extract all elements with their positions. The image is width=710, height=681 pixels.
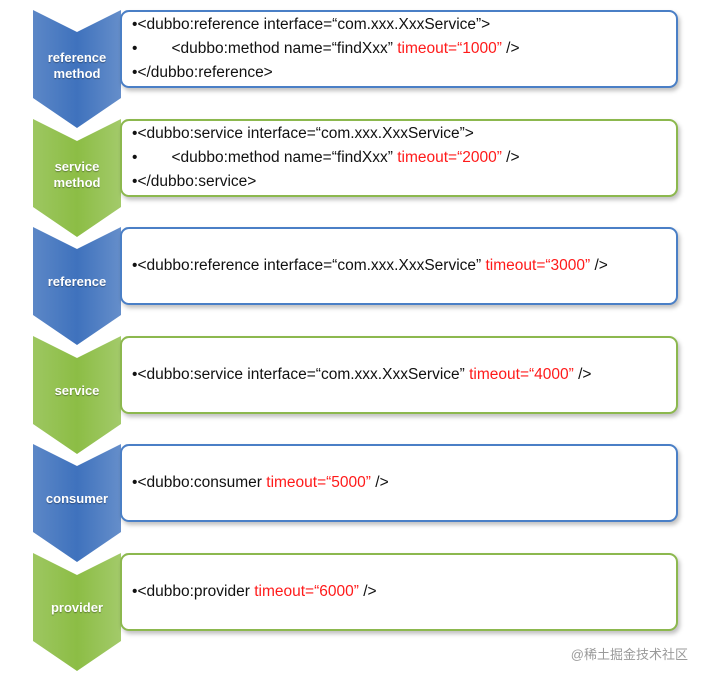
bullet: • bbox=[132, 40, 138, 57]
bullet: • bbox=[132, 64, 138, 81]
xml-tail: /> bbox=[590, 257, 608, 274]
chevron-arrow bbox=[33, 335, 121, 454]
chevron-shape bbox=[33, 118, 121, 237]
timeout-attribute: timeout=“4000” bbox=[469, 365, 574, 383]
config-line: •<dubbo:reference interface=“com.xxx.Xxx… bbox=[132, 254, 676, 278]
config-box: •<dubbo:reference interface=“com.xxx.Xxx… bbox=[120, 227, 678, 305]
chevron-label: consumer bbox=[45, 491, 109, 506]
chevron-shape bbox=[33, 444, 121, 562]
watermark-text: @稀土掘金技术社区 bbox=[570, 647, 688, 662]
chevron-arrow bbox=[33, 227, 121, 345]
timeout-attribute: timeout=“3000” bbox=[485, 257, 591, 274]
bullet: • bbox=[132, 16, 138, 33]
xml-text: </dubbo:reference> bbox=[137, 64, 273, 81]
chevron-arrow bbox=[33, 118, 121, 237]
config-box: •<dubbo:service interface=“com.xxx.XxxSe… bbox=[120, 335, 678, 414]
xml-text: <dubbo:method name=“findXxx” bbox=[171, 148, 398, 166]
xml-tail: /> bbox=[573, 365, 592, 383]
chevron-label: reference method bbox=[47, 50, 107, 81]
chevron-arrow bbox=[33, 552, 121, 671]
xml-text: <dubbo:service interface=“com.xxx.XxxSer… bbox=[137, 124, 474, 142]
xml-tail: /> bbox=[501, 148, 520, 166]
chevron-shape bbox=[33, 335, 121, 454]
xml-text: <dubbo:method name=“findXxx” bbox=[171, 40, 398, 57]
chevron-shape bbox=[33, 552, 121, 671]
xml-text: </dubbo:service> bbox=[137, 172, 257, 190]
bullet: • bbox=[132, 172, 138, 190]
timeout-attribute: timeout=“2000” bbox=[397, 148, 502, 166]
chevron-shape bbox=[33, 227, 121, 345]
bullet: • bbox=[132, 257, 138, 274]
xml-tail: /> bbox=[358, 582, 377, 600]
chevron-label: service method bbox=[53, 158, 101, 190]
config-line: •<dubbo:provider timeout=“6000” /> bbox=[132, 580, 676, 604]
config-line: •<dubbo:service interface=“com.xxx.XxxSe… bbox=[132, 363, 676, 387]
bullet: • bbox=[132, 148, 138, 166]
config-line: • <dubbo:method name=“findXxx” timeout=“1… bbox=[132, 37, 676, 61]
config-line: • <dubbo:method name=“findXxx” timeout=“2… bbox=[132, 146, 676, 170]
xml-text: <dubbo:reference interface=“com.xxx.XxxS… bbox=[137, 16, 491, 33]
chevron-label: service bbox=[54, 382, 100, 398]
chevron-arrow bbox=[33, 444, 121, 562]
xml-text: <dubbo:consumer bbox=[137, 474, 267, 491]
bullet: • bbox=[132, 124, 138, 142]
bullet: • bbox=[132, 365, 138, 383]
xml-text: <dubbo:provider bbox=[137, 582, 255, 600]
bullet: • bbox=[132, 582, 138, 600]
config-box: •<dubbo:service interface=“com.xxx.XxxSe… bbox=[120, 118, 678, 197]
timeout-attribute: timeout=“6000” bbox=[254, 582, 359, 600]
config-box: •<dubbo:provider timeout=“6000” /> bbox=[120, 552, 678, 631]
config-line: •</dubbo:service> bbox=[132, 170, 676, 194]
xml-tail: /> bbox=[370, 474, 389, 491]
chevron-label: reference bbox=[47, 274, 107, 289]
bullet: • bbox=[132, 474, 138, 491]
xml-tail: /> bbox=[501, 40, 520, 57]
config-line: •<dubbo:service interface=“com.xxx.XxxSe… bbox=[132, 122, 676, 146]
chevron-shape bbox=[33, 10, 121, 128]
timeout-attribute: timeout=“5000” bbox=[266, 474, 371, 491]
config-box: •<dubbo:reference interface=“com.xxx.Xxx… bbox=[120, 10, 678, 88]
chevron-label: provider bbox=[50, 599, 103, 615]
config-line: •<dubbo:consumer timeout=“5000” /> bbox=[132, 471, 676, 495]
config-box: •<dubbo:consumer timeout=“5000” /> bbox=[120, 444, 678, 522]
timeout-attribute: timeout=“1000” bbox=[397, 40, 502, 57]
chevron-arrow bbox=[33, 10, 121, 128]
config-line: •</dubbo:reference> bbox=[132, 61, 676, 85]
config-line: •<dubbo:reference interface=“com.xxx.Xxx… bbox=[132, 13, 676, 37]
xml-text: <dubbo:service interface=“com.xxx.XxxSer… bbox=[137, 365, 470, 383]
xml-text: <dubbo:reference interface=“com.xxx.XxxS… bbox=[137, 257, 486, 274]
